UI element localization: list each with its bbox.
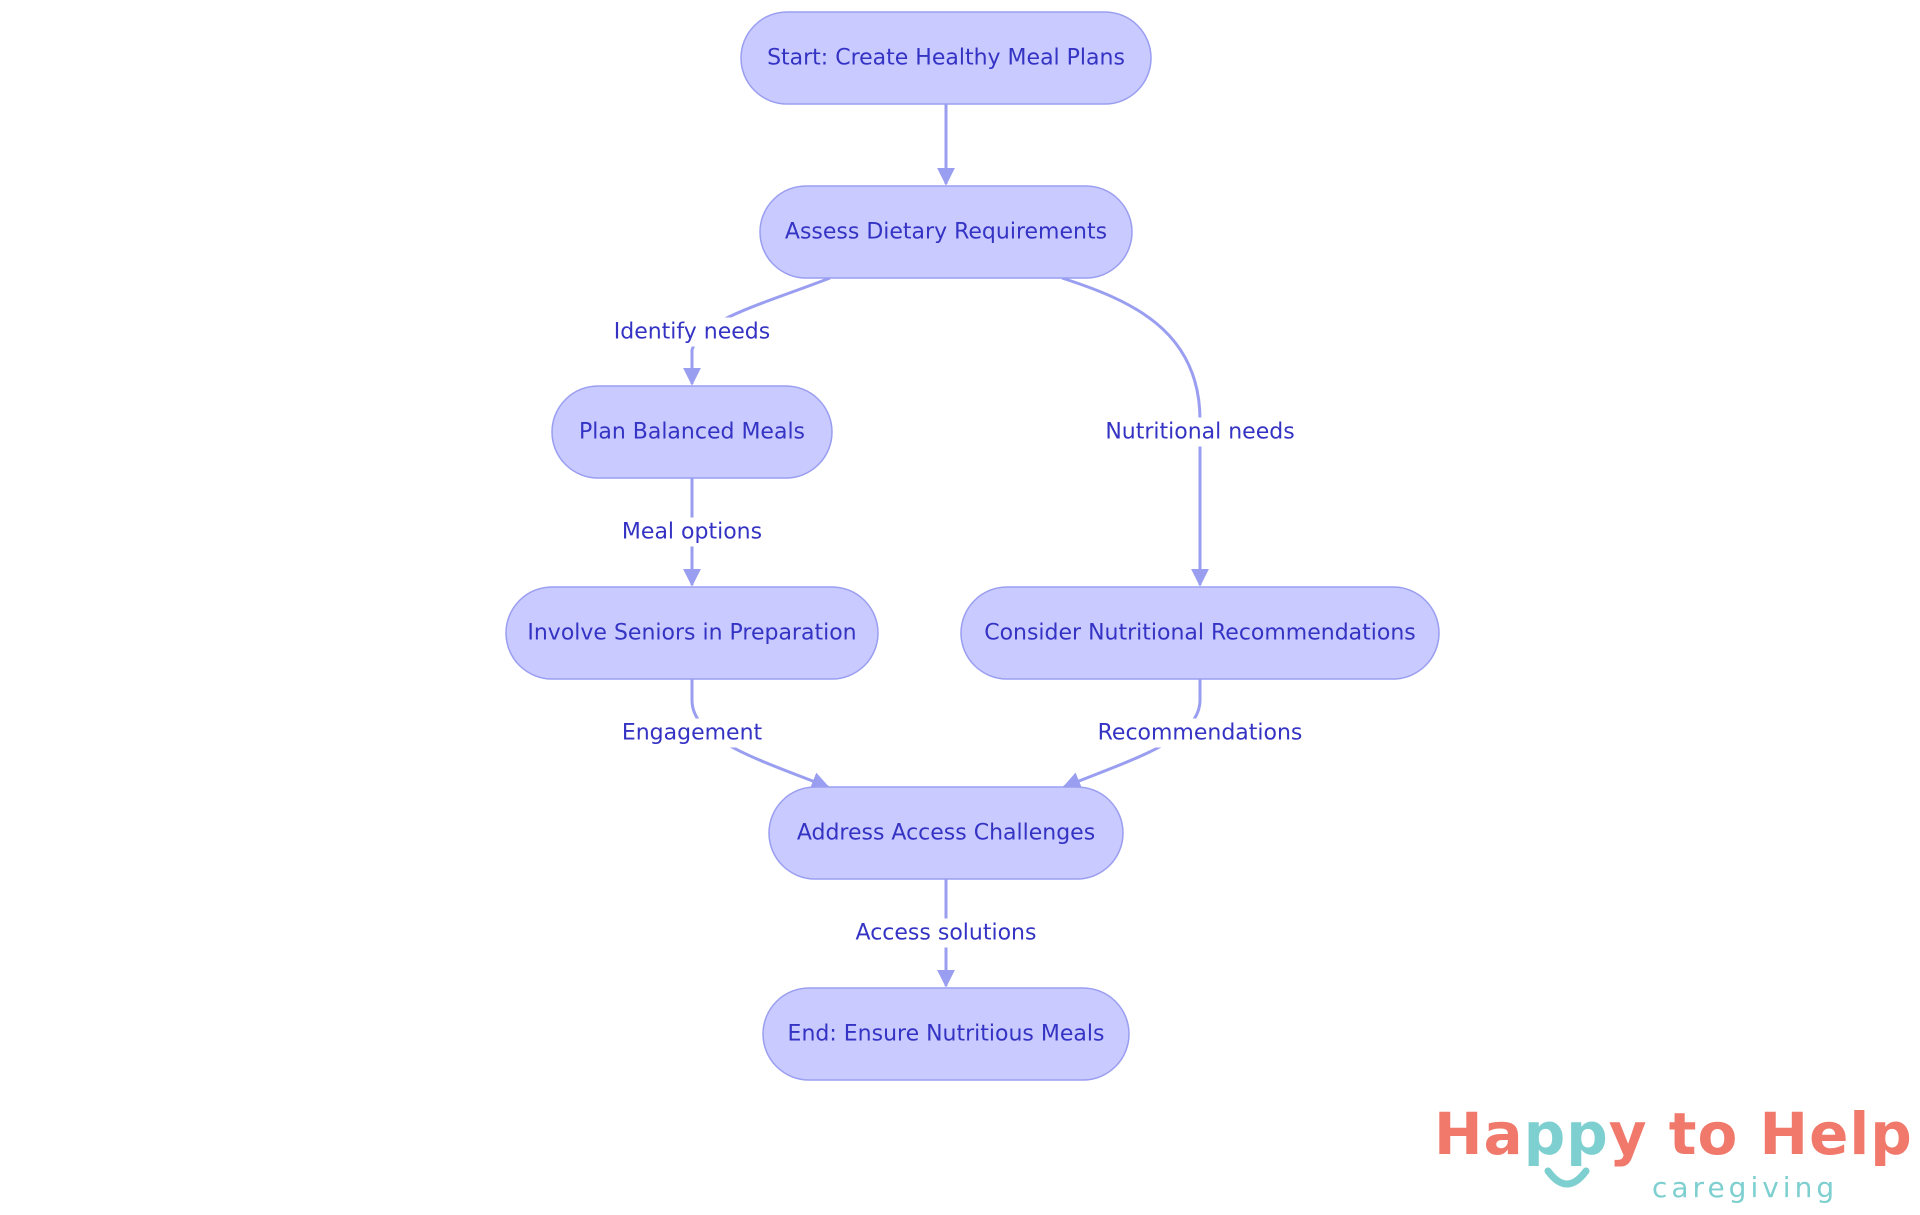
- node-involve: Involve Seniors in Preparation: [505, 586, 879, 680]
- node-end: End: Ensure Nutritious Meals: [762, 987, 1130, 1081]
- edge-line: [1061, 276, 1209, 587]
- node-shape: [759, 185, 1133, 279]
- edge-label-involve-to-address: Engagement: [617, 718, 767, 748]
- node-label: Plan Balanced Meals: [579, 420, 805, 445]
- edge-label-background: [617, 517, 767, 547]
- edge-label-assess-to-consider: Nutritional needs: [1101, 417, 1299, 447]
- edge-label-assess-to-plan: Identify needs: [609, 317, 775, 347]
- edge-label-background: [609, 317, 775, 347]
- node-shape: [740, 11, 1152, 105]
- edge-label-text: Meal options: [622, 520, 762, 545]
- node-assess: Assess Dietary Requirements: [759, 185, 1133, 279]
- edge-label-text: Nutritional needs: [1105, 420, 1294, 445]
- node-shape: [505, 586, 879, 680]
- edge-label-text: Recommendations: [1098, 721, 1303, 746]
- edge-label-plan-to-involve: Meal options: [617, 517, 767, 547]
- edge-label-background: [617, 718, 767, 748]
- logo-word-to: to: [1668, 1100, 1739, 1168]
- logo-wordmark: Happy to Help: [1434, 1105, 1913, 1163]
- edge-assess-to-consider: [1061, 276, 1209, 587]
- node-shape: [551, 385, 833, 479]
- node-plan: Plan Balanced Meals: [551, 385, 833, 479]
- logo-word-happy-pp: pp: [1523, 1100, 1609, 1168]
- logo-word-happy-start: Ha: [1434, 1100, 1524, 1168]
- node-start: Start: Create Healthy Meal Plans: [740, 11, 1152, 105]
- node-consider: Consider Nutritional Recommendations: [960, 586, 1440, 680]
- node-shape: [768, 786, 1124, 880]
- edge-label-address-to-end: Access solutions: [851, 918, 1041, 948]
- node-label: Address Access Challenges: [797, 821, 1095, 846]
- logo-subtitle: caregiving: [1652, 1171, 1839, 1204]
- node-shape: [762, 987, 1130, 1081]
- edge-label-text: Identify needs: [614, 320, 770, 345]
- node-label: Consider Nutritional Recommendations: [984, 621, 1416, 646]
- company-logo: Happy to Help caregiving: [1430, 1105, 1912, 1215]
- node-address: Address Access Challenges: [768, 786, 1124, 880]
- node-label: Start: Create Healthy Meal Plans: [767, 46, 1125, 71]
- edge-label-background: [1101, 417, 1299, 447]
- edge-label-text: Engagement: [622, 721, 763, 746]
- edge-label-background: [1093, 718, 1307, 748]
- smile-icon: [1544, 1167, 1590, 1188]
- node-label: Involve Seniors in Preparation: [527, 621, 856, 646]
- node-shape: [960, 586, 1440, 680]
- logo-word-help: Help: [1759, 1100, 1913, 1168]
- edge-label-background: [851, 918, 1041, 948]
- node-label: Assess Dietary Requirements: [785, 220, 1107, 245]
- logo-word-happy-end: y: [1608, 1100, 1648, 1168]
- edge-label-text: Access solutions: [856, 921, 1037, 946]
- node-label: End: Ensure Nutritious Meals: [788, 1022, 1105, 1047]
- edge-label-consider-to-address: Recommendations: [1093, 718, 1307, 748]
